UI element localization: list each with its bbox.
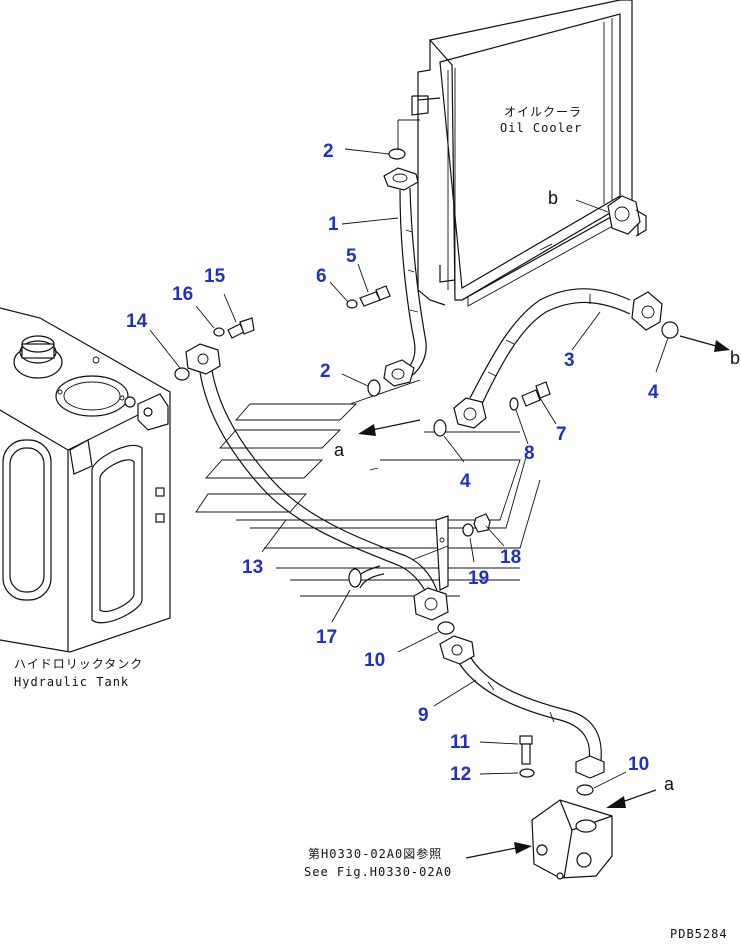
- hydraulic-tank-label-en: Hydraulic Tank: [14, 675, 129, 689]
- callout-2-lower: 2: [320, 361, 331, 382]
- reference-label-jp: 第H0330-02A0図参照: [308, 846, 442, 861]
- callout-11: 11: [450, 732, 471, 753]
- callout-numbers: 2 1 5 6 15 16 14 2 3 4 7 8 4 13 18 19 17…: [126, 141, 659, 785]
- callout-2-upper: 2: [323, 141, 334, 162]
- callout-13: 13: [242, 557, 263, 578]
- callout-19: 19: [468, 568, 489, 589]
- pipe-13: [185, 343, 449, 621]
- callout-9: 9: [418, 705, 429, 726]
- callout-14: 14: [126, 311, 148, 332]
- callout-15: 15: [204, 266, 226, 287]
- letter-b-right: b: [730, 348, 740, 368]
- callout-18: 18: [500, 547, 521, 568]
- hydraulic-tank: [0, 307, 171, 653]
- reference-letters: b b a a: [334, 188, 740, 794]
- hydraulic-tank-label-jp: ハイドロリックタンク: [14, 657, 143, 671]
- valve-block: [531, 799, 613, 880]
- drawing-code: PDB5284: [670, 927, 728, 941]
- callout-17: 17: [316, 627, 337, 648]
- leader-lines: [149, 119, 669, 789]
- letter-a-middle: a: [334, 440, 345, 460]
- callout-3: 3: [564, 350, 575, 371]
- callout-8: 8: [524, 443, 535, 464]
- hose-1: [383, 167, 427, 387]
- letter-b-top: b: [548, 188, 558, 208]
- oil-cooler-label-jp: オイルクーラ: [504, 105, 582, 119]
- text-labels: オイルクーラ Oil Cooler ハイドロリックタンク Hydraulic T…: [14, 105, 728, 941]
- oil-cooler: [411, 0, 647, 307]
- callout-4-middle: 4: [460, 471, 471, 492]
- oil-cooler-label-en: Oil Cooler: [500, 121, 582, 135]
- callout-10-left: 10: [364, 650, 385, 671]
- hose-17: [348, 565, 385, 589]
- callout-16: 16: [172, 284, 193, 305]
- callout-10-right: 10: [628, 754, 649, 775]
- arrows: [358, 335, 730, 859]
- callout-1: 1: [328, 214, 339, 235]
- letter-a-bottom: a: [664, 774, 675, 794]
- frame-outline: [195, 379, 541, 597]
- callout-12: 12: [450, 764, 471, 785]
- hose-9: [439, 635, 605, 779]
- callout-5: 5: [346, 246, 357, 267]
- callout-6: 6: [316, 266, 327, 287]
- callout-7: 7: [556, 424, 567, 445]
- callout-4-right: 4: [648, 382, 659, 403]
- hose-3: [453, 288, 663, 429]
- small-parts: [174, 148, 679, 796]
- reference-label-en: See Fig.H0330-02A0: [304, 865, 452, 879]
